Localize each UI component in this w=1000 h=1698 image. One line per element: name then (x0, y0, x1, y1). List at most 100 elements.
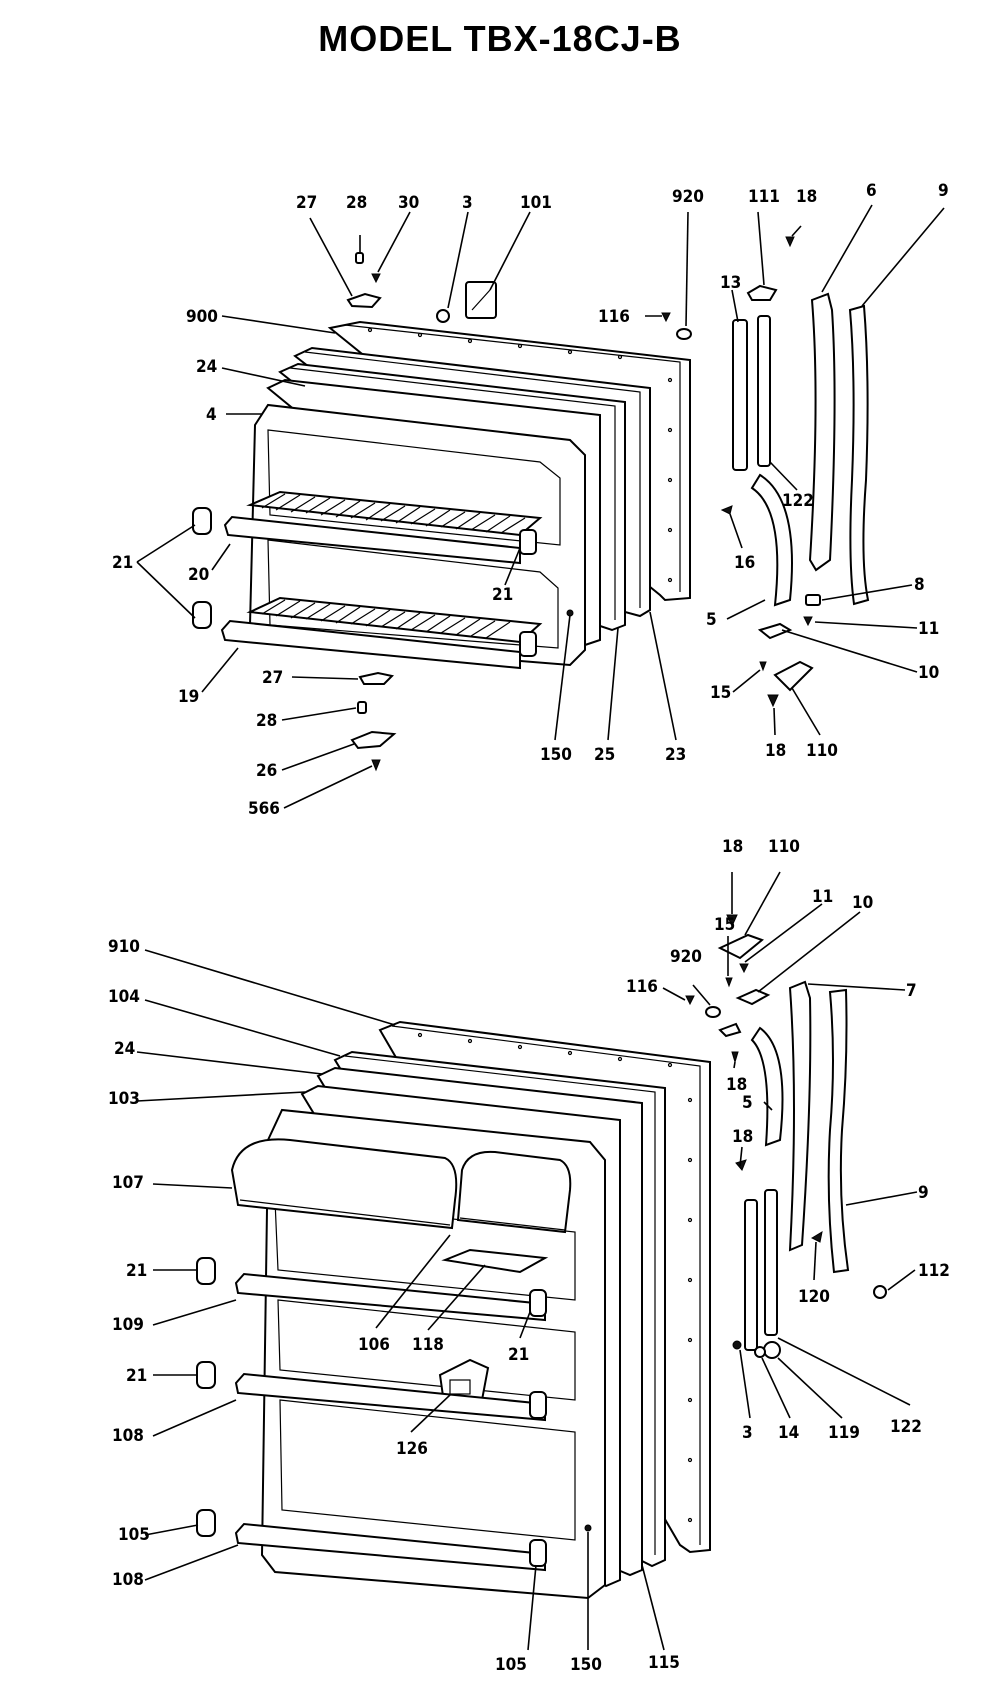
label-21-lower-1: 21 (126, 1261, 147, 1281)
label-920-lower: 920 (670, 947, 702, 967)
label-115: 115 (648, 1653, 680, 1673)
label-900: 900 (186, 307, 218, 327)
hinge-strip-122 (757, 315, 771, 467)
freezer-bottom-hardware (350, 671, 397, 772)
door-handle-5 (750, 473, 793, 607)
label-110-top: 110 (806, 741, 838, 761)
label-21-top-right: 21 (492, 585, 513, 605)
label-118: 118 (412, 1335, 444, 1355)
label-21-top-left: 21 (112, 553, 133, 573)
screw-30-top (371, 273, 381, 284)
label-13: 13 (720, 273, 741, 293)
fresh-food-hinge-hardware (685, 914, 887, 1359)
label-107: 107 (112, 1173, 144, 1193)
door-handle-5-lower (750, 1026, 784, 1147)
label-18-lower-top: 18 (722, 837, 743, 857)
hinge-plate-10-top (757, 622, 793, 640)
screw-18-bottom (767, 694, 779, 708)
label-122-top: 122 (782, 491, 814, 511)
butter-compartment-door (456, 1150, 572, 1234)
hinge-strip-3-lower (744, 1199, 758, 1351)
label-10-top: 10 (918, 663, 939, 683)
label-7: 7 (906, 981, 917, 1001)
shelf-end-cap-21-door-2 (529, 1391, 547, 1419)
shelf-end-cap-lower-right (519, 631, 537, 657)
label-150-lower: 150 (570, 1655, 602, 1675)
screw-15-lower (725, 977, 733, 988)
screw-16 (720, 505, 733, 515)
label-11-lower: 11 (812, 887, 833, 907)
hinge-bracket-110-top (773, 660, 814, 692)
label-3-lower: 3 (742, 1423, 753, 1443)
handle-trim-6 (808, 292, 836, 572)
label-11-top: 11 (918, 619, 939, 639)
egg-tray-118 (441, 1248, 549, 1274)
label-28-bottom: 28 (256, 711, 277, 731)
screw-120 (810, 1230, 823, 1243)
label-20: 20 (188, 565, 209, 585)
label-15-top: 15 (710, 683, 731, 703)
shelf-end-cap-loose-1 (192, 507, 212, 535)
screw-18-lower-top (726, 914, 738, 928)
shelf-end-cap-105-loose (196, 1509, 216, 1537)
handle-trim-7 (788, 980, 812, 1252)
label-112: 112 (918, 1261, 950, 1281)
screw-15-top (759, 661, 767, 672)
label-119: 119 (828, 1423, 860, 1443)
label-21-lower-3: 21 (126, 1366, 147, 1386)
label-24-top: 24 (196, 357, 217, 377)
screw-11-top (803, 616, 813, 627)
screw-18-top (785, 236, 795, 248)
label-3-top: 3 (462, 193, 473, 213)
bushing-28-bottom (357, 701, 367, 714)
shelf-end-cap-loose-2 (192, 601, 212, 629)
label-4: 4 (206, 405, 217, 425)
label-26: 26 (256, 761, 277, 781)
label-920-top: 920 (672, 187, 704, 207)
washer-920-top (676, 328, 692, 340)
label-10-lower: 10 (852, 893, 873, 913)
label-150-top: 150 (540, 745, 572, 765)
label-24-lower: 24 (114, 1039, 135, 1059)
label-106: 106 (358, 1335, 390, 1355)
freezer-hinge-hardware (720, 236, 870, 708)
plug-3-lower (732, 1340, 742, 1350)
label-8: 8 (914, 575, 925, 595)
label-18-bottom: 18 (765, 741, 786, 761)
washer-920-lower (705, 1006, 721, 1018)
shelf-end-cap-21-loose-2 (196, 1361, 216, 1389)
hinge-pin-bracket-27-top (346, 292, 382, 309)
label-23: 23 (665, 745, 686, 765)
shelf-grill-upper (246, 490, 543, 537)
label-110-lower: 110 (768, 837, 800, 857)
label-28-top: 28 (346, 193, 367, 213)
label-111: 111 (748, 187, 780, 207)
shelf-end-cap-21-loose-1 (196, 1257, 216, 1285)
label-120: 120 (798, 1287, 830, 1307)
label-109: 109 (112, 1315, 144, 1335)
handle-trim-9 (848, 304, 870, 606)
label-101: 101 (520, 193, 552, 213)
part-labels-lower: 18 110 15 11 10 920 910 116 7 104 24 103… (108, 837, 950, 1675)
plug-3-top (436, 309, 450, 323)
label-15-lower: 15 (714, 915, 735, 935)
label-108-middle: 108 (112, 1426, 144, 1446)
cap-112 (873, 1285, 887, 1299)
label-126: 126 (396, 1439, 428, 1459)
label-108-bottom: 108 (112, 1570, 144, 1590)
label-116-top: 116 (598, 307, 630, 327)
label-21-lower-2: 21 (508, 1345, 529, 1365)
label-18-lower-bottom: 18 (732, 1127, 753, 1147)
freezer-top-hardware (346, 252, 692, 340)
door-shelf-bar-20 (223, 515, 521, 565)
label-910: 910 (108, 937, 140, 957)
label-27-top: 27 (296, 193, 317, 213)
label-116-lower: 116 (626, 977, 658, 997)
label-9-lower: 9 (918, 1183, 929, 1203)
hinge-strip-122-lower (764, 1189, 778, 1336)
screw-566 (371, 759, 381, 772)
label-6: 6 (866, 181, 877, 201)
shelf-grill-lower (246, 596, 543, 644)
hinge-cap-111 (746, 284, 778, 301)
